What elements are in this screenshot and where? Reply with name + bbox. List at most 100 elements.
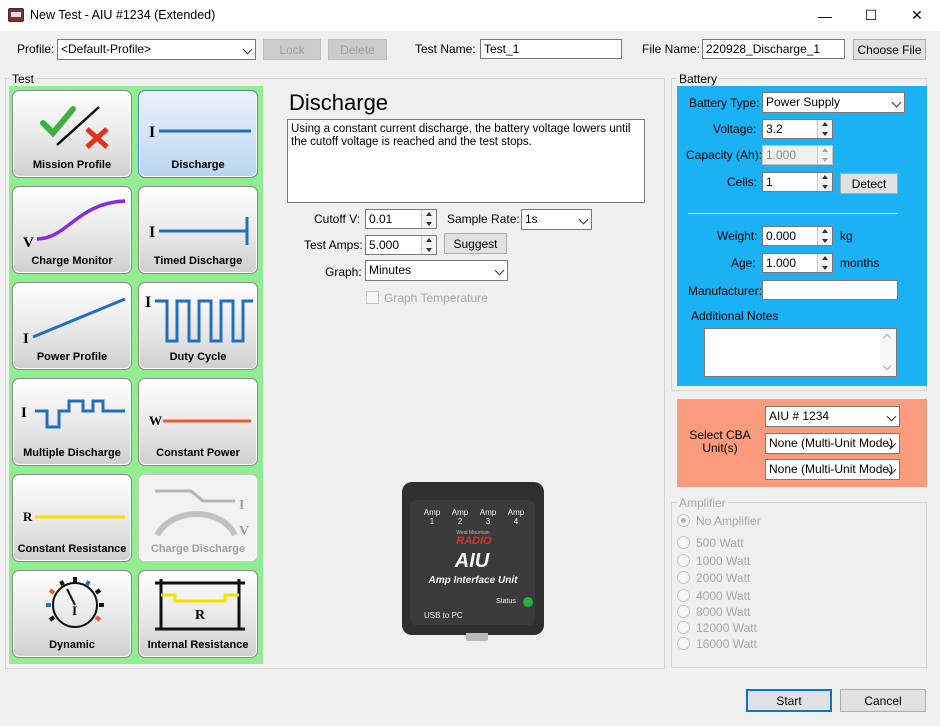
title-bar: New Test - AIU #1234 (Extended) — ☐ ✕: [0, 0, 940, 31]
cba-unit-2-value: None (Multi-Unit Mode): [769, 436, 894, 450]
amp-radio-2000[interactable]: [677, 571, 690, 584]
cells-spinner[interactable]: 1: [762, 172, 833, 192]
spinner-down-icon[interactable]: [818, 263, 832, 272]
spinner-up-icon[interactable]: [818, 254, 832, 263]
cutoff-label: Cutoff V:: [314, 212, 361, 226]
spinner-up-icon[interactable]: [422, 210, 436, 219]
test-amps-label: Test Amps:: [304, 238, 363, 252]
amp-radio-500[interactable]: [677, 536, 690, 549]
tile-constant-resistance[interactable]: R Constant Resistance: [12, 474, 132, 562]
battery-divider: [688, 213, 898, 214]
graph-value: Minutes: [369, 263, 412, 277]
cba-label: Select CBA Unit(s): [689, 428, 751, 455]
test-group: [5, 78, 665, 669]
dynamic-icon: I: [46, 577, 104, 628]
profile-select[interactable]: <Default-Profile>: [57, 39, 256, 60]
spinner-down-icon[interactable]: [818, 155, 832, 164]
weight-value: 0.000: [766, 229, 797, 243]
usb-label: USB to PC: [424, 611, 463, 620]
spinner-down-icon[interactable]: [818, 129, 832, 138]
detect-button[interactable]: Detect: [840, 173, 898, 194]
age-spinner[interactable]: 1.000: [762, 253, 833, 273]
delete-button[interactable]: Delete: [328, 39, 387, 60]
suggest-button[interactable]: Suggest: [444, 233, 507, 254]
scroll-up-icon[interactable]: [882, 333, 892, 343]
amp-radio-8000[interactable]: [677, 605, 690, 618]
charge-monitor-icon: V: [23, 199, 126, 249]
test-name-input[interactable]: Test_1: [480, 39, 622, 59]
spinner-down-icon[interactable]: [422, 245, 436, 254]
tile-label: Multiple Discharge: [23, 447, 121, 459]
test-amps-spinner[interactable]: 5.000: [365, 235, 437, 255]
battery-type-select[interactable]: Power Supply: [762, 92, 905, 113]
lock-button[interactable]: Lock: [263, 39, 321, 60]
graph-temperature-checkbox[interactable]: [366, 291, 379, 304]
tile-duty-cycle[interactable]: I Duty Cycle: [138, 282, 258, 370]
spinner-up-icon[interactable]: [818, 173, 832, 182]
start-button[interactable]: Start: [746, 689, 832, 712]
tile-power-profile[interactable]: I Power Profile: [12, 282, 132, 370]
spinner-up-icon[interactable]: [818, 227, 832, 236]
tile-label: Power Profile: [36, 351, 108, 363]
cutoff-spinner[interactable]: 0.01: [365, 209, 437, 229]
voltage-spinner[interactable]: 3.2: [762, 119, 833, 139]
tile-mission-profile[interactable]: Mission Profile: [12, 90, 132, 178]
tile-multiple-discharge[interactable]: I Multiple Discharge: [12, 378, 132, 466]
graph-select[interactable]: Minutes: [365, 260, 508, 281]
sample-rate-select[interactable]: 1s: [521, 209, 592, 230]
status-led-icon: [523, 597, 533, 607]
test-tiles-panel: [9, 86, 263, 664]
notes-textarea[interactable]: [704, 328, 897, 377]
amp-radio-16000[interactable]: [677, 637, 690, 650]
test-amps-value: 5.000: [369, 238, 400, 252]
internal-resistance-icon: R: [155, 579, 245, 631]
brand-small: West Mountain: [456, 530, 490, 536]
age-unit: months: [840, 256, 880, 270]
tile-internal-resistance[interactable]: R Internal Resistance: [138, 570, 258, 658]
weight-spinner[interactable]: 0.000: [762, 226, 833, 246]
cba-unit-1-select[interactable]: AIU # 1234: [765, 406, 900, 427]
current-letter: I: [21, 405, 27, 421]
cba-unit-3-value: None (Multi-Unit Mode): [769, 462, 894, 476]
app-icon: [8, 8, 24, 22]
scroll-down-icon[interactable]: [882, 361, 892, 371]
file-name-input[interactable]: 220928_Discharge_1: [702, 39, 845, 59]
amp-radio-12000[interactable]: [677, 621, 690, 634]
maximize-button[interactable]: ☐: [864, 7, 878, 23]
resistance-letter: R: [195, 608, 206, 623]
amp-radio-none[interactable]: [677, 514, 690, 527]
tile-constant-power[interactable]: W Constant Power: [138, 378, 258, 466]
age-label: Age:: [731, 256, 756, 270]
spinner-down-icon[interactable]: [818, 236, 832, 245]
tile-label: Timed Discharge: [153, 255, 243, 267]
spinner-up-icon[interactable]: [818, 120, 832, 129]
cancel-button[interactable]: Cancel: [840, 689, 926, 712]
weight-label: Weight:: [717, 229, 758, 243]
spinner-up-icon[interactable]: [818, 146, 832, 155]
amp-radio-4000[interactable]: [677, 589, 690, 602]
status-label: Status: [496, 598, 516, 605]
battery-group-title: Battery: [677, 72, 720, 86]
notes-scrollbar[interactable]: [880, 329, 896, 376]
cba-unit-3-select[interactable]: None (Multi-Unit Mode): [765, 459, 900, 480]
tile-discharge[interactable]: I Discharge: [138, 90, 258, 178]
tile-charge-monitor[interactable]: V Charge Monitor: [12, 186, 132, 274]
minimize-button[interactable]: —: [818, 7, 832, 24]
test-name-label: Test Name:: [415, 42, 476, 56]
tile-timed-discharge[interactable]: I Timed Discharge: [138, 186, 258, 274]
duty-cycle-icon: I: [145, 294, 253, 343]
spinner-down-icon[interactable]: [422, 219, 436, 228]
tile-label: Mission Profile: [32, 159, 112, 171]
tile-charge-discharge[interactable]: I V Charge Discharge: [138, 474, 258, 562]
capacity-spinner[interactable]: 1.000: [762, 145, 833, 165]
spinner-up-icon[interactable]: [422, 236, 436, 245]
close-button[interactable]: ✕: [911, 7, 923, 23]
constant-power-icon: W: [149, 413, 251, 428]
cba-unit-2-select[interactable]: None (Multi-Unit Mode): [765, 433, 900, 454]
choose-file-button[interactable]: Choose File: [853, 39, 926, 60]
manufacturer-input[interactable]: [762, 280, 898, 300]
amp-radio-1000[interactable]: [677, 554, 690, 567]
spinner-down-icon[interactable]: [818, 182, 832, 191]
tile-label: Charge Monitor: [31, 255, 113, 267]
tile-dynamic[interactable]: I Dynamic: [12, 570, 132, 658]
